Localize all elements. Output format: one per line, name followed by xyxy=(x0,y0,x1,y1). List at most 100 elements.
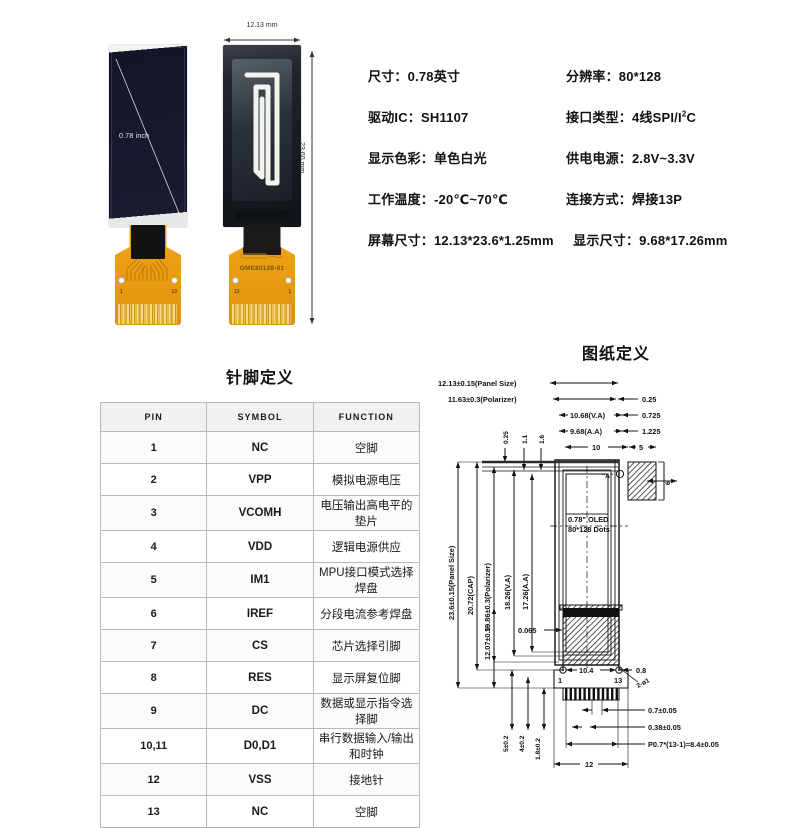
spec-row-dimensions: 屏幕尺寸：12.13*23.6*1.25mm 显示尺寸：9.68*17.26mm xyxy=(368,230,788,249)
spec-row-driver: 驱动IC：SH1107 接口类型：4线SPI/I2C xyxy=(368,107,788,126)
mounting-hole-right xyxy=(171,277,178,284)
pin-number: 7 xyxy=(99,629,208,662)
dim-right-5: 5 xyxy=(639,443,643,452)
pin-symbol: NC xyxy=(206,431,314,464)
drawing-title: 图纸定义 xyxy=(581,346,650,363)
spec-interface-sup: 2 xyxy=(681,109,687,119)
column-header-pin: PIN xyxy=(99,402,208,432)
dim-pitch: 0.7±0.05 xyxy=(648,706,677,715)
mounting-hole-right-back xyxy=(285,277,292,284)
spec-operating-temperature: 工作温度：-20℃~70℃ xyxy=(368,192,508,207)
pin-number: 9 xyxy=(99,693,208,729)
dim-right-025: 0.25 xyxy=(642,395,656,404)
spec-size: 尺寸：0.78英寸 xyxy=(368,69,461,84)
drawing-pin-last: 13 xyxy=(614,676,622,685)
pin-function: 显示屏复位脚 xyxy=(312,661,421,694)
pin-function: 芯片选择引脚 xyxy=(312,629,421,662)
pin-table-title: 针脚定义 xyxy=(225,370,294,387)
spec-display-color: 显示色彩：单色白光 xyxy=(368,151,487,166)
spec-row-color: 显示色彩：单色白光 供电电源：2.8V~3.3V xyxy=(368,148,788,167)
dim-polarizer-height: 19.86±0.3(Polarizer) xyxy=(483,562,492,632)
spec-row-size: 尺寸：0.78英寸 分辨率：80*128 xyxy=(368,66,788,85)
pin-symbol: RES xyxy=(206,661,314,694)
product-photos: 12.13 mm 0.78 inch xyxy=(95,20,350,335)
engineering-drawing-section: 图纸定义 12.13±0.15(Panel Size) 11.63±0.3(Po… xyxy=(432,340,800,795)
dim-panel-height: 23.6±0.15(Panel Size) xyxy=(447,545,456,620)
dim-pad-width: 0.38±0.05 xyxy=(648,723,681,732)
pin-symbol: NC xyxy=(206,795,314,828)
spec-interface-post: C xyxy=(686,110,697,125)
drawing-pad-array xyxy=(565,688,618,700)
pin-symbol: VCOMH xyxy=(206,495,314,531)
column-header-symbol: SYMBOL xyxy=(206,402,314,432)
spec-connection: 连接方式：焊接13P xyxy=(566,192,683,207)
spec-row-temperature: 工作温度：-20℃~70℃ 连接方式：焊接13P xyxy=(368,189,788,208)
pin-function: 分段电流参考焊盘 xyxy=(312,597,421,630)
mounting-hole-left-back xyxy=(232,277,239,284)
diagonal-size-label: 0.78 inch xyxy=(119,133,150,140)
spec-resolution: 分辨率：80*128 xyxy=(566,69,662,84)
note-hole-diameter: 2-ø1 xyxy=(636,677,652,690)
dim-pitch-formula: P0.7*(13-1)=8.4±0.05 xyxy=(648,740,719,749)
pin-function: 数据或显示指令选择脚 xyxy=(312,693,421,729)
silkscreen-trace-art xyxy=(239,251,285,263)
module-front-view: 0.78 inch 1 xyxy=(109,45,187,325)
driver-ic-back xyxy=(243,225,281,255)
dim-cap-height: 20.72(CAP) xyxy=(466,575,475,615)
drawing-center-label-1: 0.78" OLED xyxy=(568,515,609,524)
photo-width-dimension: 12.13 mm xyxy=(223,22,301,43)
board-silkscreen-label: GME80128-01 xyxy=(239,265,285,272)
pin-symbol: IM1 xyxy=(206,562,314,598)
specifications-list: 尺寸：0.78英寸 分辨率：80*128 驱动IC：SH1107 接口类型：4线… xyxy=(368,66,788,271)
photo-height-dimension: 23.60 mm xyxy=(298,50,321,325)
table-header-row: PIN SYMBOL FUNCTION xyxy=(99,402,421,432)
pin-symbol: VPP xyxy=(206,463,314,496)
dim-polarizer-width: 11.63±0.3(Polarizer) xyxy=(448,395,517,404)
drawing-pin-first: 1 xyxy=(558,676,562,685)
gold-finger-pins-back xyxy=(232,304,292,324)
column-header-function: FUNCTION xyxy=(312,402,421,432)
pin-function: 逻辑电源供应 xyxy=(312,530,421,563)
photo-width-arrow xyxy=(223,30,301,43)
pin-number: 6 xyxy=(99,597,208,630)
dim-aa-height: 17.26(A.A) xyxy=(521,573,530,610)
dim-0065: 0.065 xyxy=(518,626,537,635)
oled-glass-back xyxy=(223,45,301,227)
dim-v-16: 1.6 xyxy=(539,435,546,444)
fpc-traces xyxy=(123,255,173,281)
module-back-view: GME80128-01 13 1 xyxy=(223,45,301,325)
photo-width-value: 12.13 mm xyxy=(246,22,278,29)
mounting-holes-back xyxy=(229,277,295,291)
spec-interface: 接口类型：4线SPI/I2C xyxy=(566,107,788,126)
dim-v-025: 0.25 xyxy=(503,431,510,444)
diagonal-measure-line xyxy=(113,55,183,217)
fpc-tail-back: GME80128-01 13 1 xyxy=(229,225,295,325)
driver-ic-front xyxy=(131,225,165,259)
dim-v-11: 1.1 xyxy=(522,435,529,444)
drawing-svg: 12.13±0.15(Panel Size) 11.63±0.3(Polariz… xyxy=(438,379,719,769)
oled-glass-front: 0.78 inch xyxy=(109,45,187,227)
dim-viewing-area-width: 10.68(V.A) xyxy=(570,411,606,420)
pin-function: 接地针 xyxy=(312,763,421,796)
front-pin-number-last: 13 xyxy=(171,289,177,295)
gold-finger-pins-front xyxy=(118,304,178,324)
mounting-hole-left xyxy=(118,277,125,284)
pin-symbol: CS xyxy=(206,629,314,662)
photo-height-value: 23.60 mm xyxy=(298,142,305,174)
spec-power-supply: 供电电源：2.8V~3.3V xyxy=(566,151,695,166)
dim-18pm02: 1.8±0.2 xyxy=(535,738,542,760)
pin-symbol: D0,D1 xyxy=(206,728,314,764)
pin-number: 3 xyxy=(99,495,208,531)
pin-symbol: VDD xyxy=(206,530,314,563)
pin-symbol: VSS xyxy=(206,763,314,796)
